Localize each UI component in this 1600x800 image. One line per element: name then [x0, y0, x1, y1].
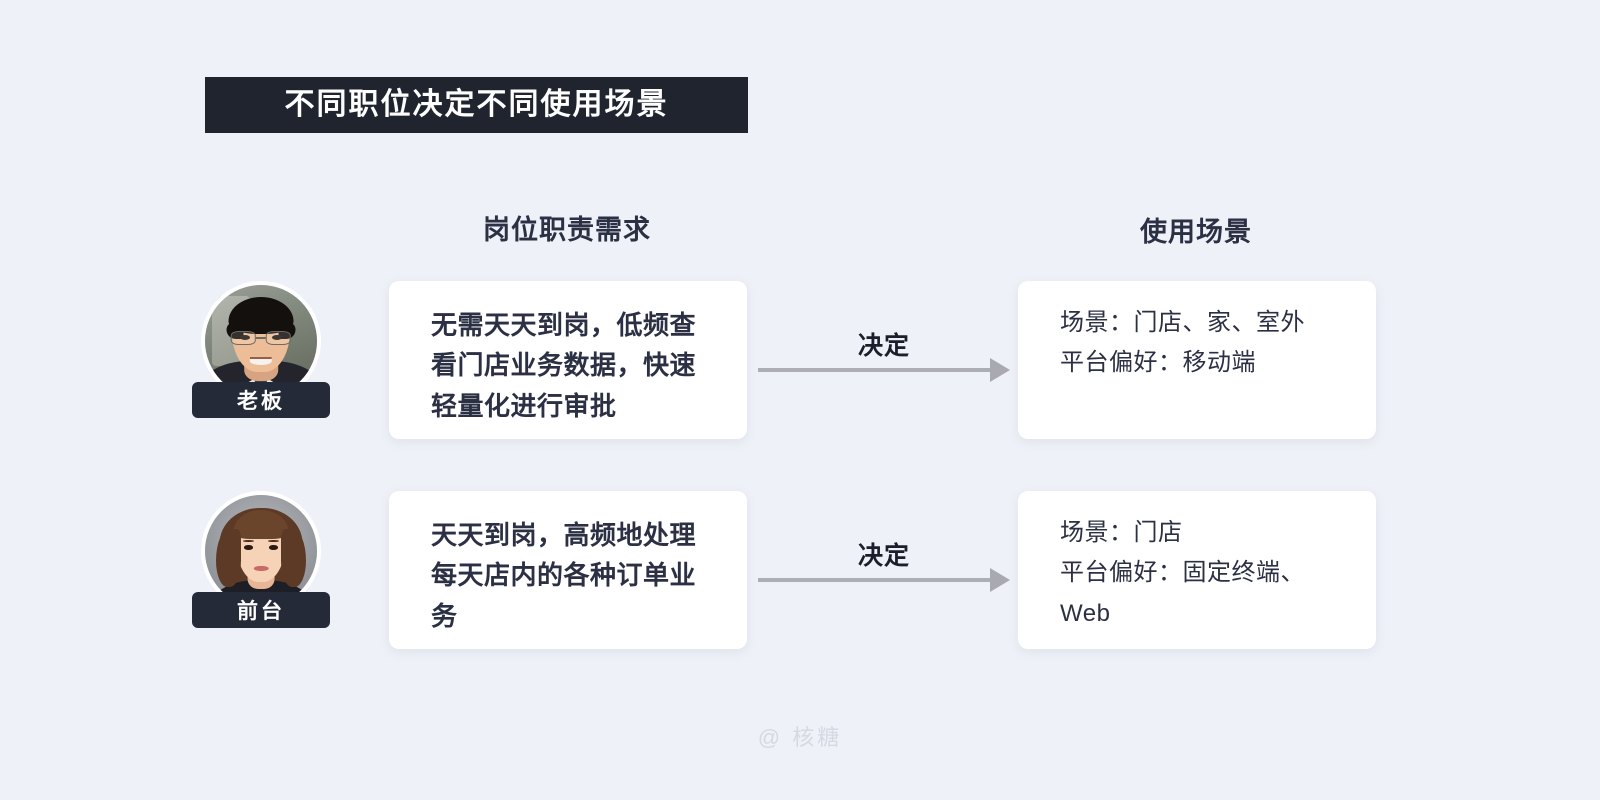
responsibility-text: 天天到岗，高频地处理每天店内的各种订单业务: [431, 520, 697, 631]
arrow-line: [758, 368, 994, 372]
arrow-line: [758, 578, 994, 582]
responsibility-text: 无需天天到岗，低频查看门店业务数据，快速轻量化进行审批: [431, 310, 697, 421]
column-header-scenario: 使用场景: [1140, 217, 1252, 247]
scenario-line-2: 平台偏好：固定终端、Web: [1060, 559, 1305, 627]
persona-badge-label: 老板: [192, 382, 330, 418]
scenario-line-2: 平台偏好：移动端: [1060, 349, 1256, 377]
persona-badge-label: 前台: [192, 592, 330, 628]
arrow-head-icon: [990, 568, 1010, 592]
title-banner: 不同职位决定不同使用场景: [205, 77, 748, 133]
scenario-line-1: 场景：门店: [1060, 519, 1183, 546]
connector-label: 决定: [857, 542, 911, 570]
column-header-responsibility: 岗位职责需求: [483, 215, 651, 245]
page-title: 不同职位决定不同使用场景: [284, 88, 669, 121]
boss-avatar-icon: [205, 285, 317, 397]
avatar: [201, 491, 321, 611]
scenario-card: 场景：门店、家、室外 平台偏好：移动端: [1018, 281, 1376, 439]
persona-receptionist: 前台: [192, 491, 330, 628]
receptionist-avatar-icon: [205, 495, 317, 607]
connector-label: 决定: [857, 332, 911, 360]
responsibility-card: 天天到岗，高频地处理每天店内的各种订单业务: [389, 491, 747, 649]
responsibility-card: 无需天天到岗，低频查看门店业务数据，快速轻量化进行审批: [389, 281, 747, 439]
watermark: @ 核糖: [757, 725, 843, 750]
connector-arrow: 决定: [758, 536, 1010, 596]
scenario-line-1: 场景：门店、家、室外: [1060, 309, 1305, 336]
connector-arrow: 决定: [758, 326, 1010, 386]
arrow-head-icon: [990, 358, 1010, 382]
persona-boss: 老板: [192, 281, 330, 418]
scenario-card: 场景：门店 平台偏好：固定终端、Web: [1018, 491, 1376, 649]
